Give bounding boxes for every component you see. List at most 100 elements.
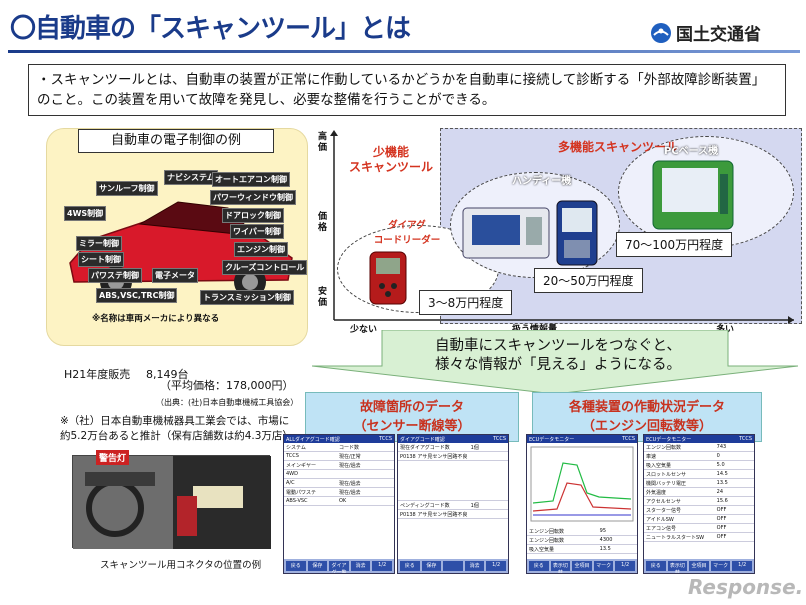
handy-device-image <box>462 207 550 259</box>
label-engine: エンジン制御 <box>234 242 288 257</box>
label-door-lock: ドアロック制御 <box>222 208 284 223</box>
erase-button[interactable]: 消去 <box>464 561 485 571</box>
ministry-name: 国土交通省 <box>676 25 761 45</box>
ministry-emblem-icon <box>651 22 671 43</box>
label-navi: ナビシステム <box>164 170 218 185</box>
warning-light-label: 警告灯 <box>96 450 130 465</box>
back-button[interactable]: 戻る <box>400 561 420 571</box>
table-row <box>398 461 508 501</box>
sales-average-price: （平均価格：178,000円） <box>160 379 294 392</box>
pc-device-image <box>652 160 734 230</box>
table-row: システムコード数 <box>284 443 394 452</box>
handy-label: ハンディー機 <box>512 176 572 187</box>
label-transmission: トランスミッション制御 <box>200 290 294 305</box>
page-indicator: 1/2 <box>615 561 635 571</box>
save-button[interactable]: 保存 <box>307 561 328 571</box>
pc-label: PCベース機 <box>664 146 719 157</box>
display-toggle-button[interactable]: 表示切替 <box>550 561 571 573</box>
back-button[interactable]: 戻る <box>529 561 549 571</box>
operation-data-text: 各種装置の作動状況データ （エンジン回転数等） <box>568 400 725 434</box>
axis-x-low: 少ない <box>350 325 378 335</box>
axis-y-high: 高価 <box>318 132 328 153</box>
table-row: 電動パワステ現在/過去 <box>284 488 394 497</box>
handy-device2-image <box>556 200 598 266</box>
sensor-graph <box>530 446 634 522</box>
label-sunroof: サンルーフ制御 <box>96 181 158 196</box>
graph-axes <box>330 130 794 324</box>
sales-source: （出典：(社)日本自動車機械工具協会） <box>156 398 299 407</box>
page-title: 〇自動車の「スキャンツール」とは <box>10 14 411 44</box>
sales-note: ※（社）日本自動車機械器具工業会では、市場に 約5.2万台あると推計（保有店舗数… <box>60 415 299 442</box>
back-button[interactable]: 戻る <box>286 561 306 571</box>
title-underline <box>8 50 800 53</box>
price-high: 70～100万円程度 <box>616 232 733 257</box>
back-button[interactable]: 戻る <box>646 561 666 571</box>
table-row: メインギヤー現在/過去 <box>284 461 394 470</box>
label-cruise: クルーズコントロール <box>222 260 308 275</box>
label-abs: ABS,VSC,TRC制御 <box>96 288 178 303</box>
blank-button[interactable] <box>443 561 463 571</box>
erase-button[interactable]: 消去 <box>350 561 371 571</box>
label-aircon: オートエアコン制御 <box>212 172 290 187</box>
mark-button[interactable]: マーク <box>593 561 614 571</box>
connector-photo <box>72 455 271 549</box>
label-4ws: 4WS制御 <box>64 206 107 221</box>
sales-label: H21年度販売 <box>64 368 131 381</box>
ministry-logo: 国土交通省 <box>650 20 761 45</box>
page-indicator: 1/2 <box>732 561 752 571</box>
table-row: 4WD <box>284 470 394 479</box>
all-items-button[interactable]: 全項目 <box>689 561 709 571</box>
multi-function-label: 多機能スキャンツール <box>557 140 678 154</box>
arrow-text: 自動車にスキャンツールをつなぐと、 様々な情報が「見える」ようになる。 <box>434 338 682 373</box>
intro-text: ・スキャンツールとは、自動車の装置が正常に作動しているかどうかを自動車に接続して… <box>28 64 786 116</box>
car-panel-title: 自動車の電子制御の例 <box>78 129 274 153</box>
all-items-button[interactable]: 全項目 <box>572 561 592 571</box>
arrow-callout <box>312 330 798 395</box>
page-indicator: 1/2 <box>372 561 392 571</box>
price-mid: 20～50万円程度 <box>534 268 643 293</box>
sales-count: 8,149台 <box>146 368 189 381</box>
diag-list-button[interactable]: ダイアグ一覧 <box>329 561 349 573</box>
mark-button[interactable]: マーク <box>710 561 731 571</box>
axis-y-mid: 価格 <box>318 212 328 233</box>
table-row: P0138 アサ見センサ回路不良 <box>398 510 508 519</box>
table-row: P0138 アサ見センサ回路不良 <box>398 452 508 461</box>
display-toggle-button[interactable]: 表示切替 <box>667 561 688 573</box>
axis-y-low: 安価 <box>318 287 328 308</box>
label-power-window: パワーウィンドウ制御 <box>210 190 296 205</box>
label-meter: 電子メータ <box>152 268 198 283</box>
save-button[interactable]: 保存 <box>421 561 442 571</box>
low-function-label: 少機能 スキャンツール <box>348 145 433 174</box>
label-wiper: ワイパー制御 <box>230 224 284 239</box>
car-note: ※名称は車両メーカにより異なる <box>92 314 220 324</box>
page-indicator: 1/2 <box>486 561 506 571</box>
diag-reader-label: ダイアグ コードリーダー <box>373 220 441 246</box>
